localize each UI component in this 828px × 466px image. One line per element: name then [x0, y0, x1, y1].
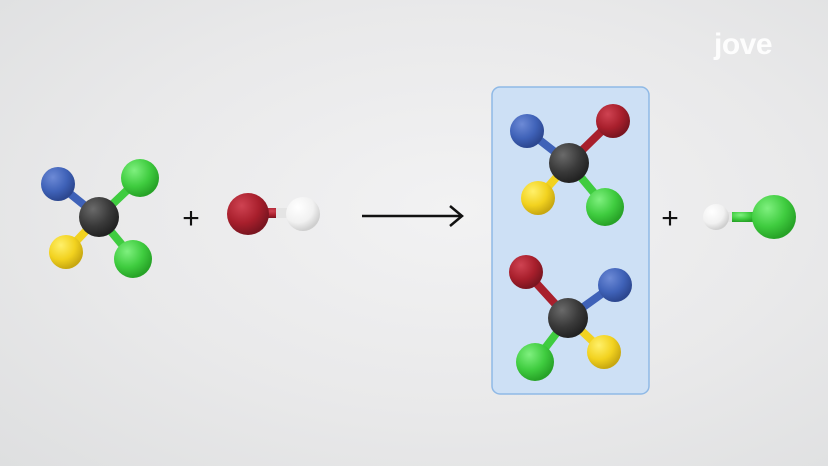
- white-atom: [703, 204, 729, 230]
- reactant-diatomic-molecule: [227, 193, 320, 235]
- carbon-atom: [549, 143, 589, 183]
- product-molecule-2: [509, 255, 632, 381]
- product-molecule-1: [510, 104, 630, 226]
- product-box: [491, 86, 650, 395]
- red-atom: [509, 255, 543, 289]
- blue-atom: [41, 167, 75, 201]
- logo-text: jove: [713, 28, 772, 61]
- reaction-arrow: [362, 205, 464, 227]
- carbon-atom: [79, 197, 119, 237]
- green-atom: [752, 195, 796, 239]
- product-diatomic-molecule: [703, 195, 796, 239]
- red-atom: [596, 104, 630, 138]
- green-atom: [516, 343, 554, 381]
- green-atom: [121, 159, 159, 197]
- yellow-atom: [49, 235, 83, 269]
- yellow-atom: [587, 335, 621, 369]
- reactant-chiral-molecule: [41, 159, 159, 278]
- jove-logo: jove: [713, 28, 773, 61]
- yellow-atom: [521, 181, 555, 215]
- green-atom: [586, 188, 624, 226]
- red-atom: [227, 193, 269, 235]
- green-atom: [114, 240, 152, 278]
- white-atom: [286, 197, 320, 231]
- blue-atom: [598, 268, 632, 302]
- bond: [276, 208, 296, 218]
- plus-sign: +: [661, 202, 679, 235]
- blue-atom: [510, 114, 544, 148]
- carbon-atom: [548, 298, 588, 338]
- bond: [732, 212, 756, 222]
- plus-sign: +: [182, 202, 200, 235]
